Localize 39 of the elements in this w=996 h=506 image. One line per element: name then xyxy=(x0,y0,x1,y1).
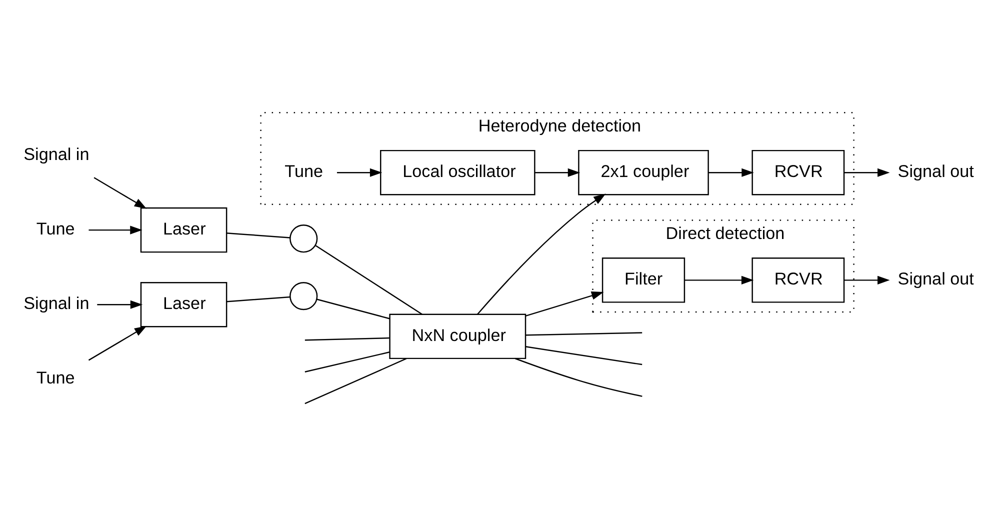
arrow xyxy=(94,176,147,208)
arrow xyxy=(97,300,143,308)
connector xyxy=(226,296,290,302)
arrow xyxy=(844,275,890,284)
node-box: RCVR xyxy=(752,149,845,195)
arrow xyxy=(684,275,754,284)
arrow xyxy=(336,168,382,176)
connector xyxy=(514,357,642,396)
node-box: NxN coupler xyxy=(389,313,526,359)
node-box: RCVR xyxy=(752,257,845,302)
node-box: Laser xyxy=(140,282,228,327)
arrow xyxy=(708,168,754,176)
arrow xyxy=(88,325,147,360)
arrow xyxy=(844,168,890,176)
node-box: Filter xyxy=(602,257,686,302)
arrow xyxy=(476,193,606,314)
connector xyxy=(315,244,422,314)
node-text: Signal out xyxy=(898,162,974,181)
connector xyxy=(304,358,407,404)
node-text: Tune xyxy=(284,162,324,181)
connector xyxy=(304,336,390,340)
arrow xyxy=(88,225,142,234)
arrow xyxy=(535,168,580,176)
node-box: Laser xyxy=(140,206,228,252)
node-circle xyxy=(290,282,318,310)
node-text: Signal out xyxy=(898,269,974,288)
node-text: Tune xyxy=(36,368,75,388)
node-box: Local oscillator xyxy=(380,149,536,195)
node-circle xyxy=(290,224,318,252)
connector xyxy=(316,298,390,319)
node-text: Signal in xyxy=(24,144,90,164)
node-text: Tune xyxy=(36,219,75,238)
connector xyxy=(304,351,390,372)
node-text: Signal in xyxy=(24,294,90,313)
arrow xyxy=(525,290,604,316)
connector xyxy=(226,232,290,238)
node-box: 2x1 coupler xyxy=(578,149,709,195)
connector xyxy=(526,332,642,336)
connector xyxy=(526,346,642,365)
